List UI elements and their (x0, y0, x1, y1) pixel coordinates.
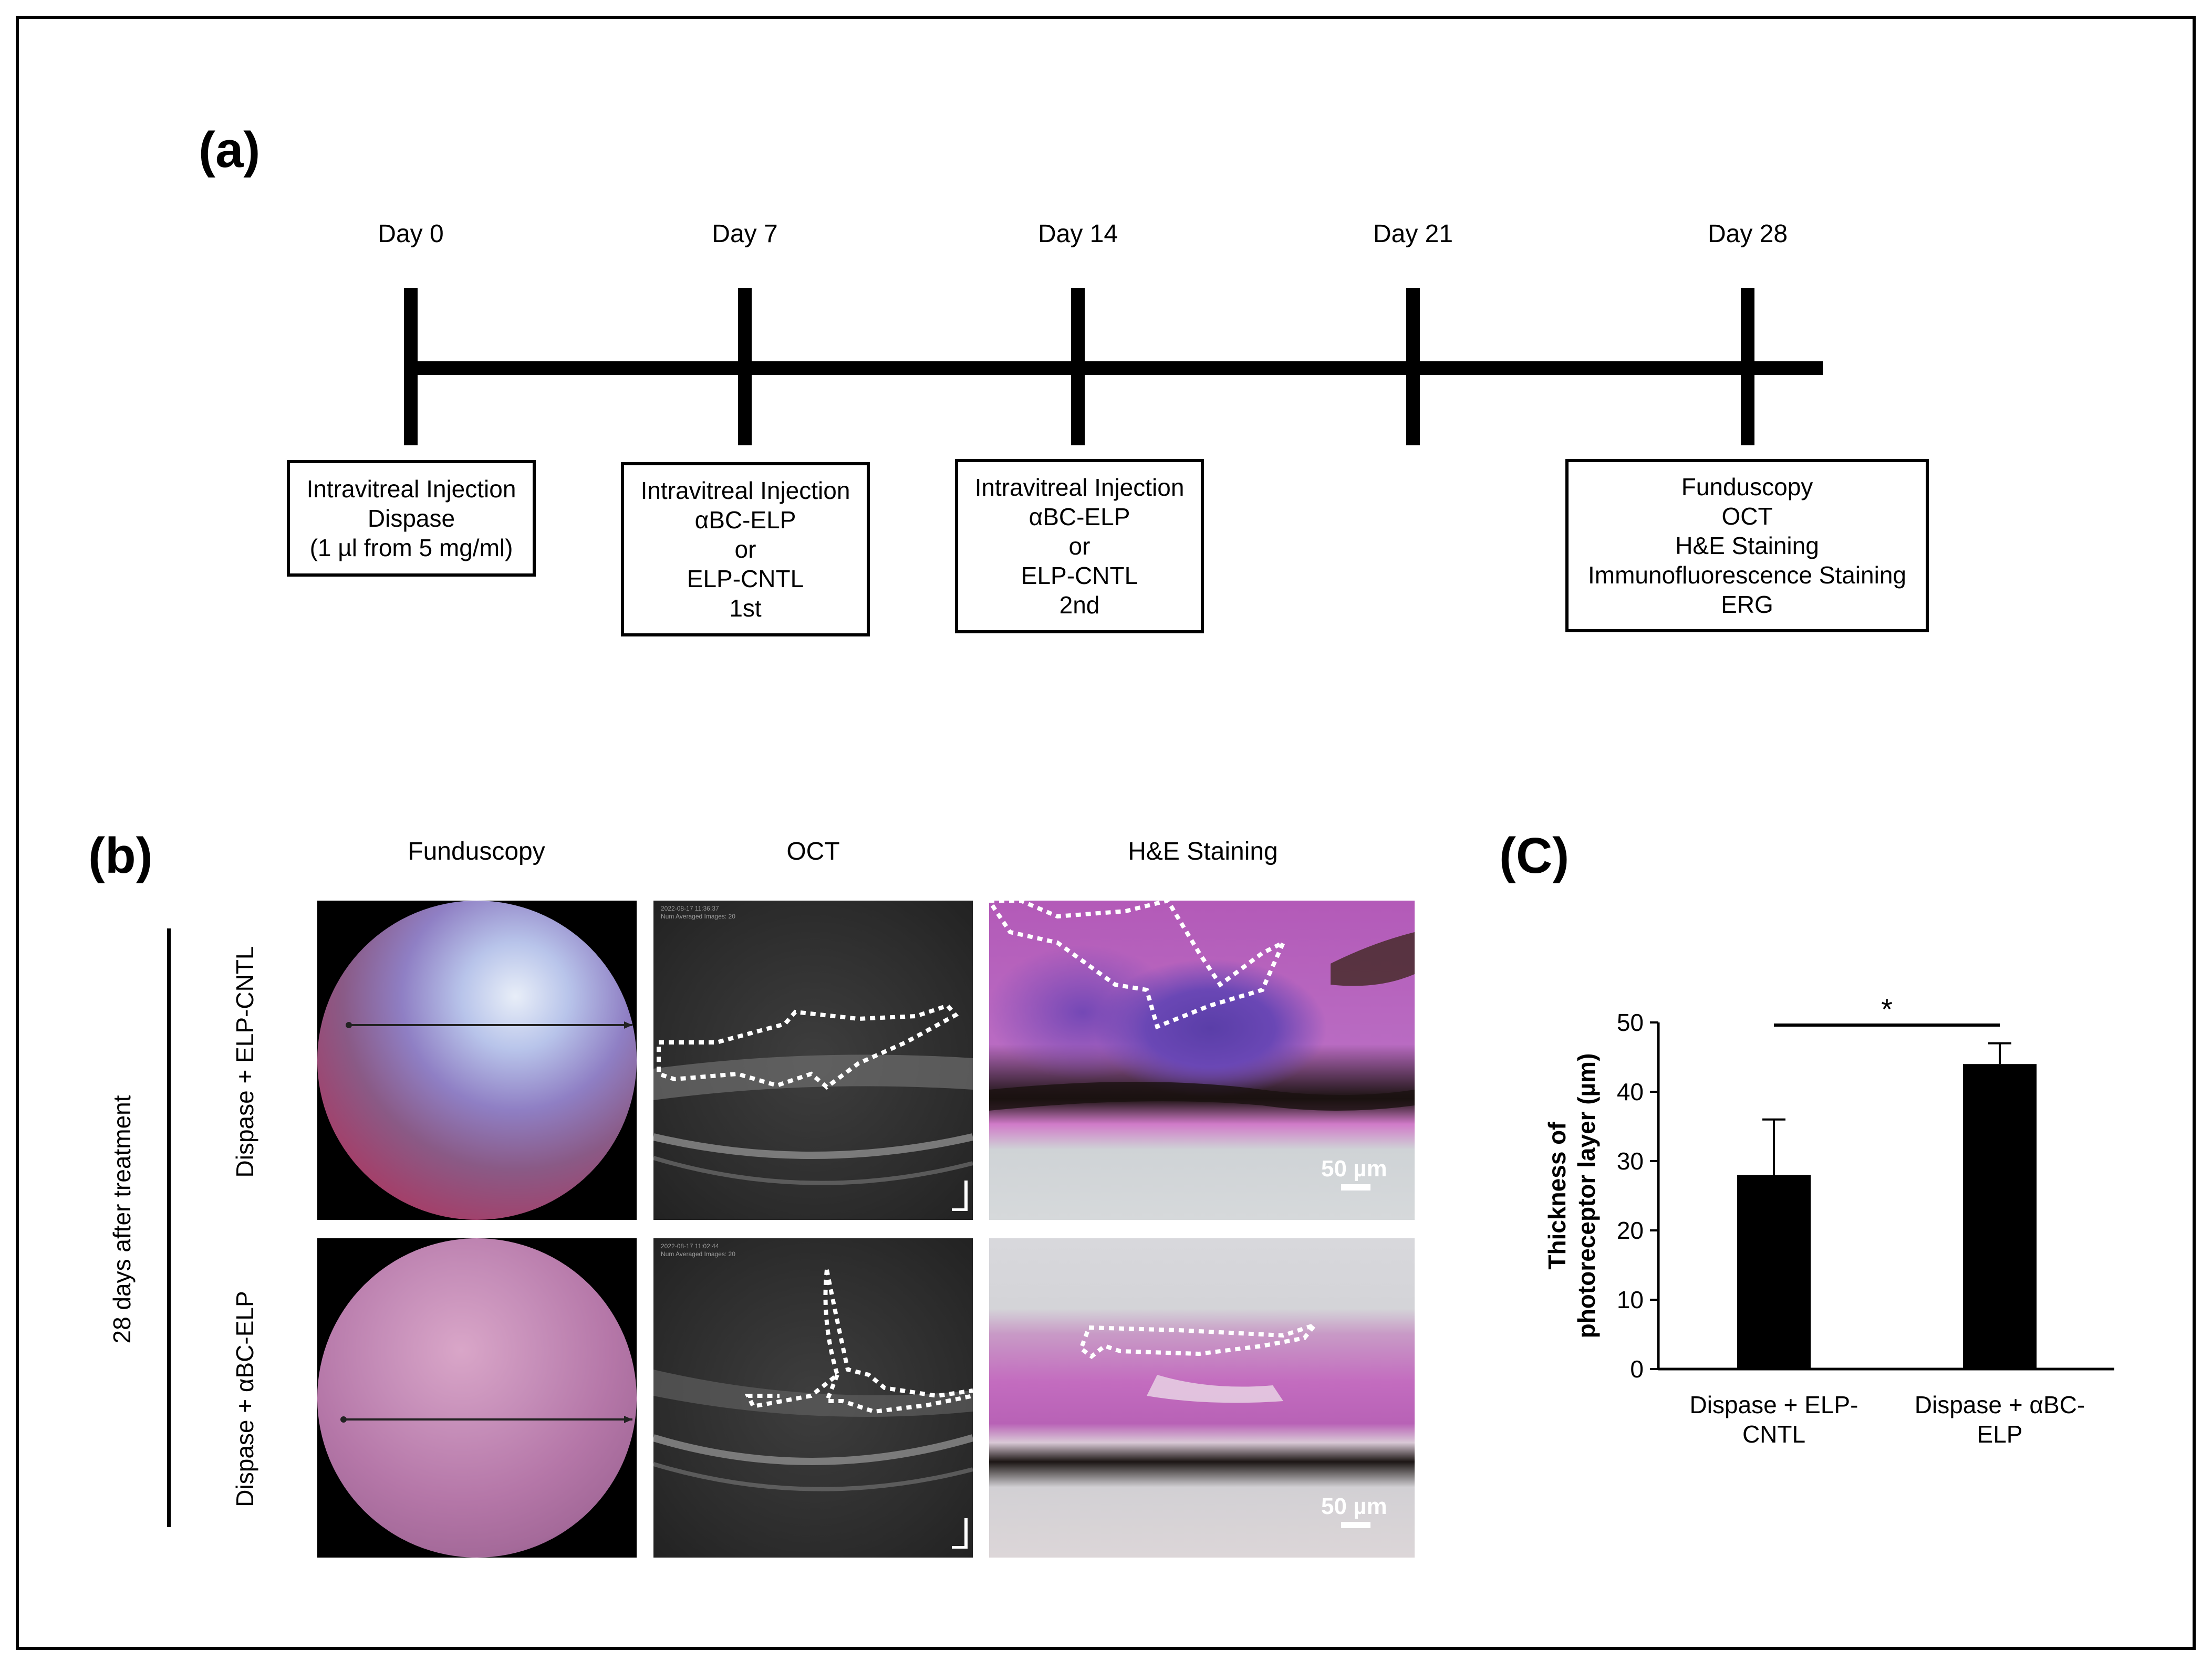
he-scale-label: 50 µm (1321, 1494, 1387, 1519)
box-line: Funduscopy (1681, 473, 1813, 500)
box-line: αBC-ELP (694, 506, 796, 534)
timeline-tick-21 (1406, 288, 1420, 445)
box-line: ERG (1721, 591, 1773, 618)
y-tick-label: 30 (1617, 1147, 1644, 1175)
timeline-day-14: Day 14 (1037, 220, 1118, 248)
oct-stamp: 2022-08-17 11:02:44 Num Averaged Images:… (661, 1242, 735, 1258)
box-line: (1 µl from 5 mg/ml) (309, 534, 513, 561)
oct-retina-layers (653, 1003, 973, 1185)
bar (1963, 1064, 2037, 1369)
y-tick-label: 0 (1630, 1355, 1644, 1383)
row-label-elp-cntl: Dispase + ELP-CNTL (231, 946, 258, 1178)
oct-stamp-date: 2022-08-17 11:02:44 (661, 1242, 719, 1250)
timeline-box-day0: Intravitreal Injection Dispase (1 µl fro… (287, 460, 536, 577)
timeline-box-day7: Intravitreal Injection αBC-ELP or ELP-CN… (621, 462, 870, 636)
timeline-tick-14 (1071, 288, 1085, 445)
box-line: ELP-CNTL (1021, 562, 1138, 589)
oct-stamp-date: 2022-08-17 11:36:37 (661, 905, 719, 912)
fundus-image-abc-elp (317, 1238, 637, 1558)
timeline-box-day14: Intravitreal Injection αBC-ELP or ELP-CN… (955, 459, 1204, 633)
box-line: ELP-CNTL (687, 565, 804, 592)
panel-label-b: (b) (88, 828, 153, 884)
y-tick-label: 10 (1617, 1286, 1644, 1313)
box-line: Intravitreal Injection (640, 477, 850, 504)
he-scale-bar (1341, 1184, 1370, 1190)
group-label: 28 days after treatment (108, 1095, 136, 1344)
column-head-oct: OCT (786, 838, 840, 865)
box-line: Immunofluorescence Staining (1588, 561, 1906, 589)
box-line: Dispase (367, 505, 455, 532)
y-axis-label-line: Thickness of (1543, 1122, 1571, 1270)
oct-scale-vertical (964, 1518, 968, 1549)
he-scale-label: 50 µm (1321, 1156, 1387, 1182)
figure-border (16, 16, 2196, 1650)
category-label: Dispase + αBC- ELP (1915, 1391, 2085, 1448)
category-label-line: Dispase + ELP- (1690, 1391, 1858, 1418)
box-line: OCT (1721, 503, 1773, 530)
category-label-line: Dispase + αBC- (1915, 1391, 2085, 1418)
box-line: 2nd (1059, 591, 1100, 619)
fundus-image-elp-cntl (317, 901, 637, 1220)
box-line: or (734, 536, 756, 563)
box-line: H&E Staining (1675, 532, 1819, 559)
timeline-tick-7 (738, 288, 752, 445)
fundus-disc (317, 1238, 637, 1558)
group-bracket-line (167, 928, 171, 1527)
timeline-day-0: Day 0 (378, 220, 444, 248)
box-line: 1st (729, 594, 762, 622)
category-label-line: CNTL (1742, 1421, 1805, 1448)
he-image-abc-elp: 50 µm (989, 1238, 1415, 1558)
timeline-day-21: Day 21 (1373, 220, 1453, 248)
fundus-disc (317, 901, 637, 1220)
category-label: Dispase + ELP- CNTL (1690, 1391, 1858, 1448)
oct-stamp-avg: Num Averaged Images: 20 (661, 913, 735, 920)
timeline-day-28: Day 28 (1707, 220, 1788, 248)
fundus-measure-line (340, 1416, 632, 1423)
he-layer-outline (989, 901, 1415, 1111)
row-label-abc-elp: Dispase + αBC-ELP (231, 1291, 258, 1507)
timeline-axis (404, 361, 1823, 375)
he-scale-bar (1341, 1522, 1370, 1528)
timeline-day-7: Day 7 (712, 220, 778, 248)
timeline-box-day28: Funduscopy OCT H&E Staining Immunofluore… (1565, 459, 1929, 632)
oct-retina-layers (653, 1269, 973, 1491)
bar (1737, 1175, 1811, 1369)
y-tick-label: 20 (1617, 1217, 1644, 1244)
oct-scale-horizontal (952, 1208, 968, 1211)
oct-image-elp-cntl: 2022-08-17 11:36:37 Num Averaged Images:… (653, 901, 973, 1220)
timeline-tick-28 (1741, 288, 1754, 445)
box-line: or (1068, 532, 1091, 560)
y-axis-label: Thickness ofphotoreceptor layer (µm) (1543, 1053, 1600, 1339)
oct-stamp: 2022-08-17 11:36:37 Num Averaged Images:… (661, 905, 735, 921)
category-label-line: ELP (1977, 1421, 2023, 1448)
panel-label-c: (C) (1499, 828, 1570, 884)
box-line: Intravitreal Injection (306, 475, 516, 503)
column-head-he: H&E Staining (1128, 838, 1278, 865)
y-tick-label: 40 (1617, 1078, 1644, 1105)
he-image-elp-cntl: 50 µm (989, 901, 1415, 1220)
y-axis-label-line: photoreceptor layer (µm) (1573, 1053, 1600, 1339)
he-layer-outline (1078, 1320, 1321, 1403)
timeline-tick-0 (404, 288, 418, 445)
y-tick-label: 50 (1617, 1009, 1644, 1036)
significance-marker: * (1881, 993, 1893, 1026)
box-line: αBC-ELP (1029, 503, 1130, 530)
oct-scale-horizontal (952, 1546, 968, 1549)
fundus-measure-line (346, 1021, 632, 1029)
oct-scale-vertical (964, 1181, 968, 1211)
oct-stamp-avg: Num Averaged Images: 20 (661, 1250, 735, 1258)
oct-image-abc-elp: 2022-08-17 11:02:44 Num Averaged Images:… (653, 1238, 973, 1558)
panel-label-a: (a) (199, 122, 261, 178)
column-head-funduscopy: Funduscopy (408, 838, 545, 865)
box-line: Intravitreal Injection (974, 474, 1185, 501)
